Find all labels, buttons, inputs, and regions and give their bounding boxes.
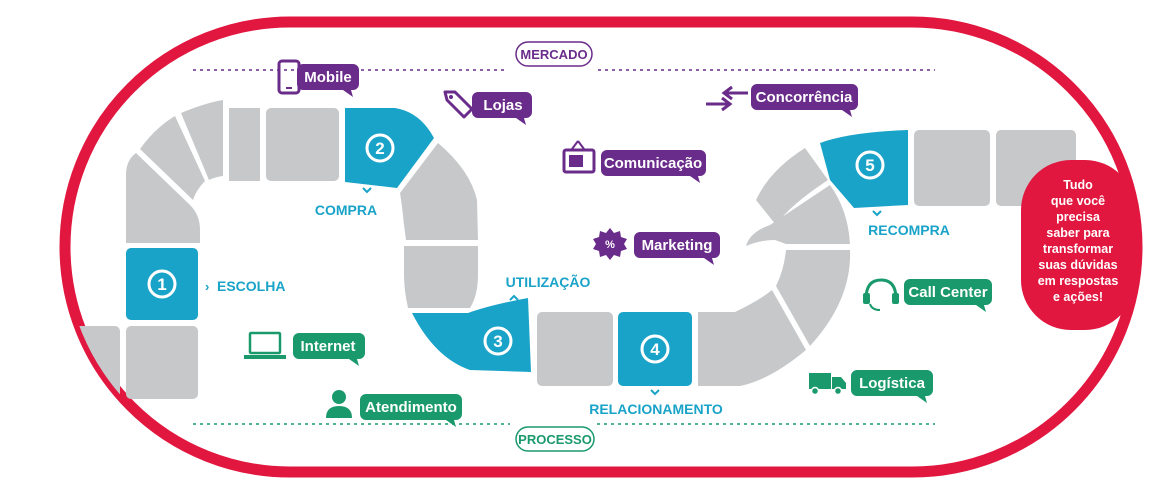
process-header-label: PROCESSO (518, 432, 592, 447)
step-4-label-text: RELACIONAMENTO (589, 401, 723, 417)
step-1-label: › ESCOLHA (205, 278, 285, 294)
laptop-icon (244, 331, 286, 359)
track-tile (126, 326, 198, 399)
step-5-label-text: RECOMPRA (868, 222, 950, 238)
chevron-down-icon (872, 210, 882, 217)
step-1-number: 1 (157, 275, 166, 294)
truck-icon (809, 373, 846, 396)
tag-atendimento: Atendimento (326, 390, 462, 427)
person-icon (326, 390, 352, 418)
step-5-number: 5 (865, 156, 874, 175)
callout-box: Tudo que você precisa saber para transformar… (1021, 160, 1135, 330)
callout-line: saber para (1046, 226, 1110, 240)
headset-icon (863, 278, 899, 311)
step-5-number-circle (855, 150, 885, 180)
track-tile (914, 130, 990, 206)
callout-line: transformar (1043, 242, 1113, 256)
step-2-tile (345, 108, 434, 188)
tag-lojas: Lojas (443, 90, 532, 125)
track-tile (756, 148, 828, 225)
svg-text:%: % (605, 239, 615, 251)
track-tile (181, 100, 223, 180)
step-2-label-text: COMPRA (315, 202, 377, 218)
tag-comunicacao-label: Comunicação (604, 155, 702, 172)
callout-line: em respostas (1038, 274, 1119, 288)
tag-call-center: Call Center (863, 278, 992, 312)
tag-concorrencia-label: Concorrência (756, 89, 853, 106)
callout-line: que você (1051, 194, 1105, 208)
callout-line: precisa (1056, 210, 1101, 224)
track-tile (126, 153, 200, 243)
step-5-label: RECOMPRA (868, 210, 950, 238)
callout-text: Tudo que você precisa saber para transformar… (1038, 178, 1119, 304)
price-tag-icon (443, 90, 474, 119)
tag-concorrencia: Concorrência (706, 84, 858, 117)
tag-lojas-label: Lojas (483, 97, 522, 114)
tag-internet: Internet (244, 331, 365, 366)
step-4-label: RELACIONAMENTO (589, 389, 723, 417)
tag-mobile-label: Mobile (304, 69, 352, 86)
step-3-label: UTILIZAÇÃO (506, 273, 591, 301)
market-header: MERCADO (515, 41, 593, 67)
callout-line: suas dúvidas (1038, 258, 1117, 272)
track-tile (776, 250, 851, 346)
callout-line: Tudo (1063, 178, 1093, 192)
tag-mobile: Mobile (277, 59, 359, 97)
tag-logistica: Logística (809, 370, 933, 403)
opposing-arrows-icon (706, 85, 748, 112)
track-tile (404, 246, 478, 308)
step-4-tile (618, 312, 692, 386)
tv-icon (562, 140, 596, 174)
track-tile (698, 290, 806, 386)
track-tile (266, 108, 339, 181)
step-3-number: 3 (493, 332, 502, 351)
step-4-number-circle (640, 334, 670, 364)
chevron-up-icon (509, 294, 519, 301)
callout-line: e ações! (1053, 290, 1103, 304)
step-3-label-text: UTILIZAÇÃO (506, 273, 591, 290)
market-header-label: MERCADO (520, 47, 587, 62)
tag-marketing-label: Marketing (642, 237, 713, 254)
track-tile (229, 108, 260, 181)
step-5-tile (820, 130, 908, 208)
tag-logistica-label: Logística (859, 375, 926, 392)
tag-marketing: % Marketing (593, 228, 720, 265)
track-tile (537, 312, 613, 386)
tag-internet-label: Internet (300, 338, 355, 355)
step-2-label: COMPRA (315, 187, 377, 218)
tag-atendimento-label: Atendimento (365, 399, 457, 416)
step-1-label-text: ESCOLHA (217, 278, 285, 294)
tag-call-center-label: Call Center (908, 284, 987, 301)
chevron-down-icon (362, 187, 372, 194)
svg-text:›: › (205, 279, 209, 294)
step-1-number-circle (147, 269, 177, 299)
process-header: PROCESSO (515, 426, 595, 452)
track-tile (400, 143, 478, 240)
step-3-number-circle (483, 326, 513, 356)
percent-badge-icon: % (593, 228, 627, 260)
chevron-down-icon (650, 389, 660, 396)
track-tile (140, 116, 205, 200)
step-4-number: 4 (650, 340, 660, 359)
tag-comunicacao: Comunicação (562, 140, 706, 183)
step-2-number: 2 (375, 139, 384, 158)
step-2-number-circle (365, 133, 395, 163)
track-tile (746, 185, 850, 246)
step-1-tile (126, 248, 198, 320)
